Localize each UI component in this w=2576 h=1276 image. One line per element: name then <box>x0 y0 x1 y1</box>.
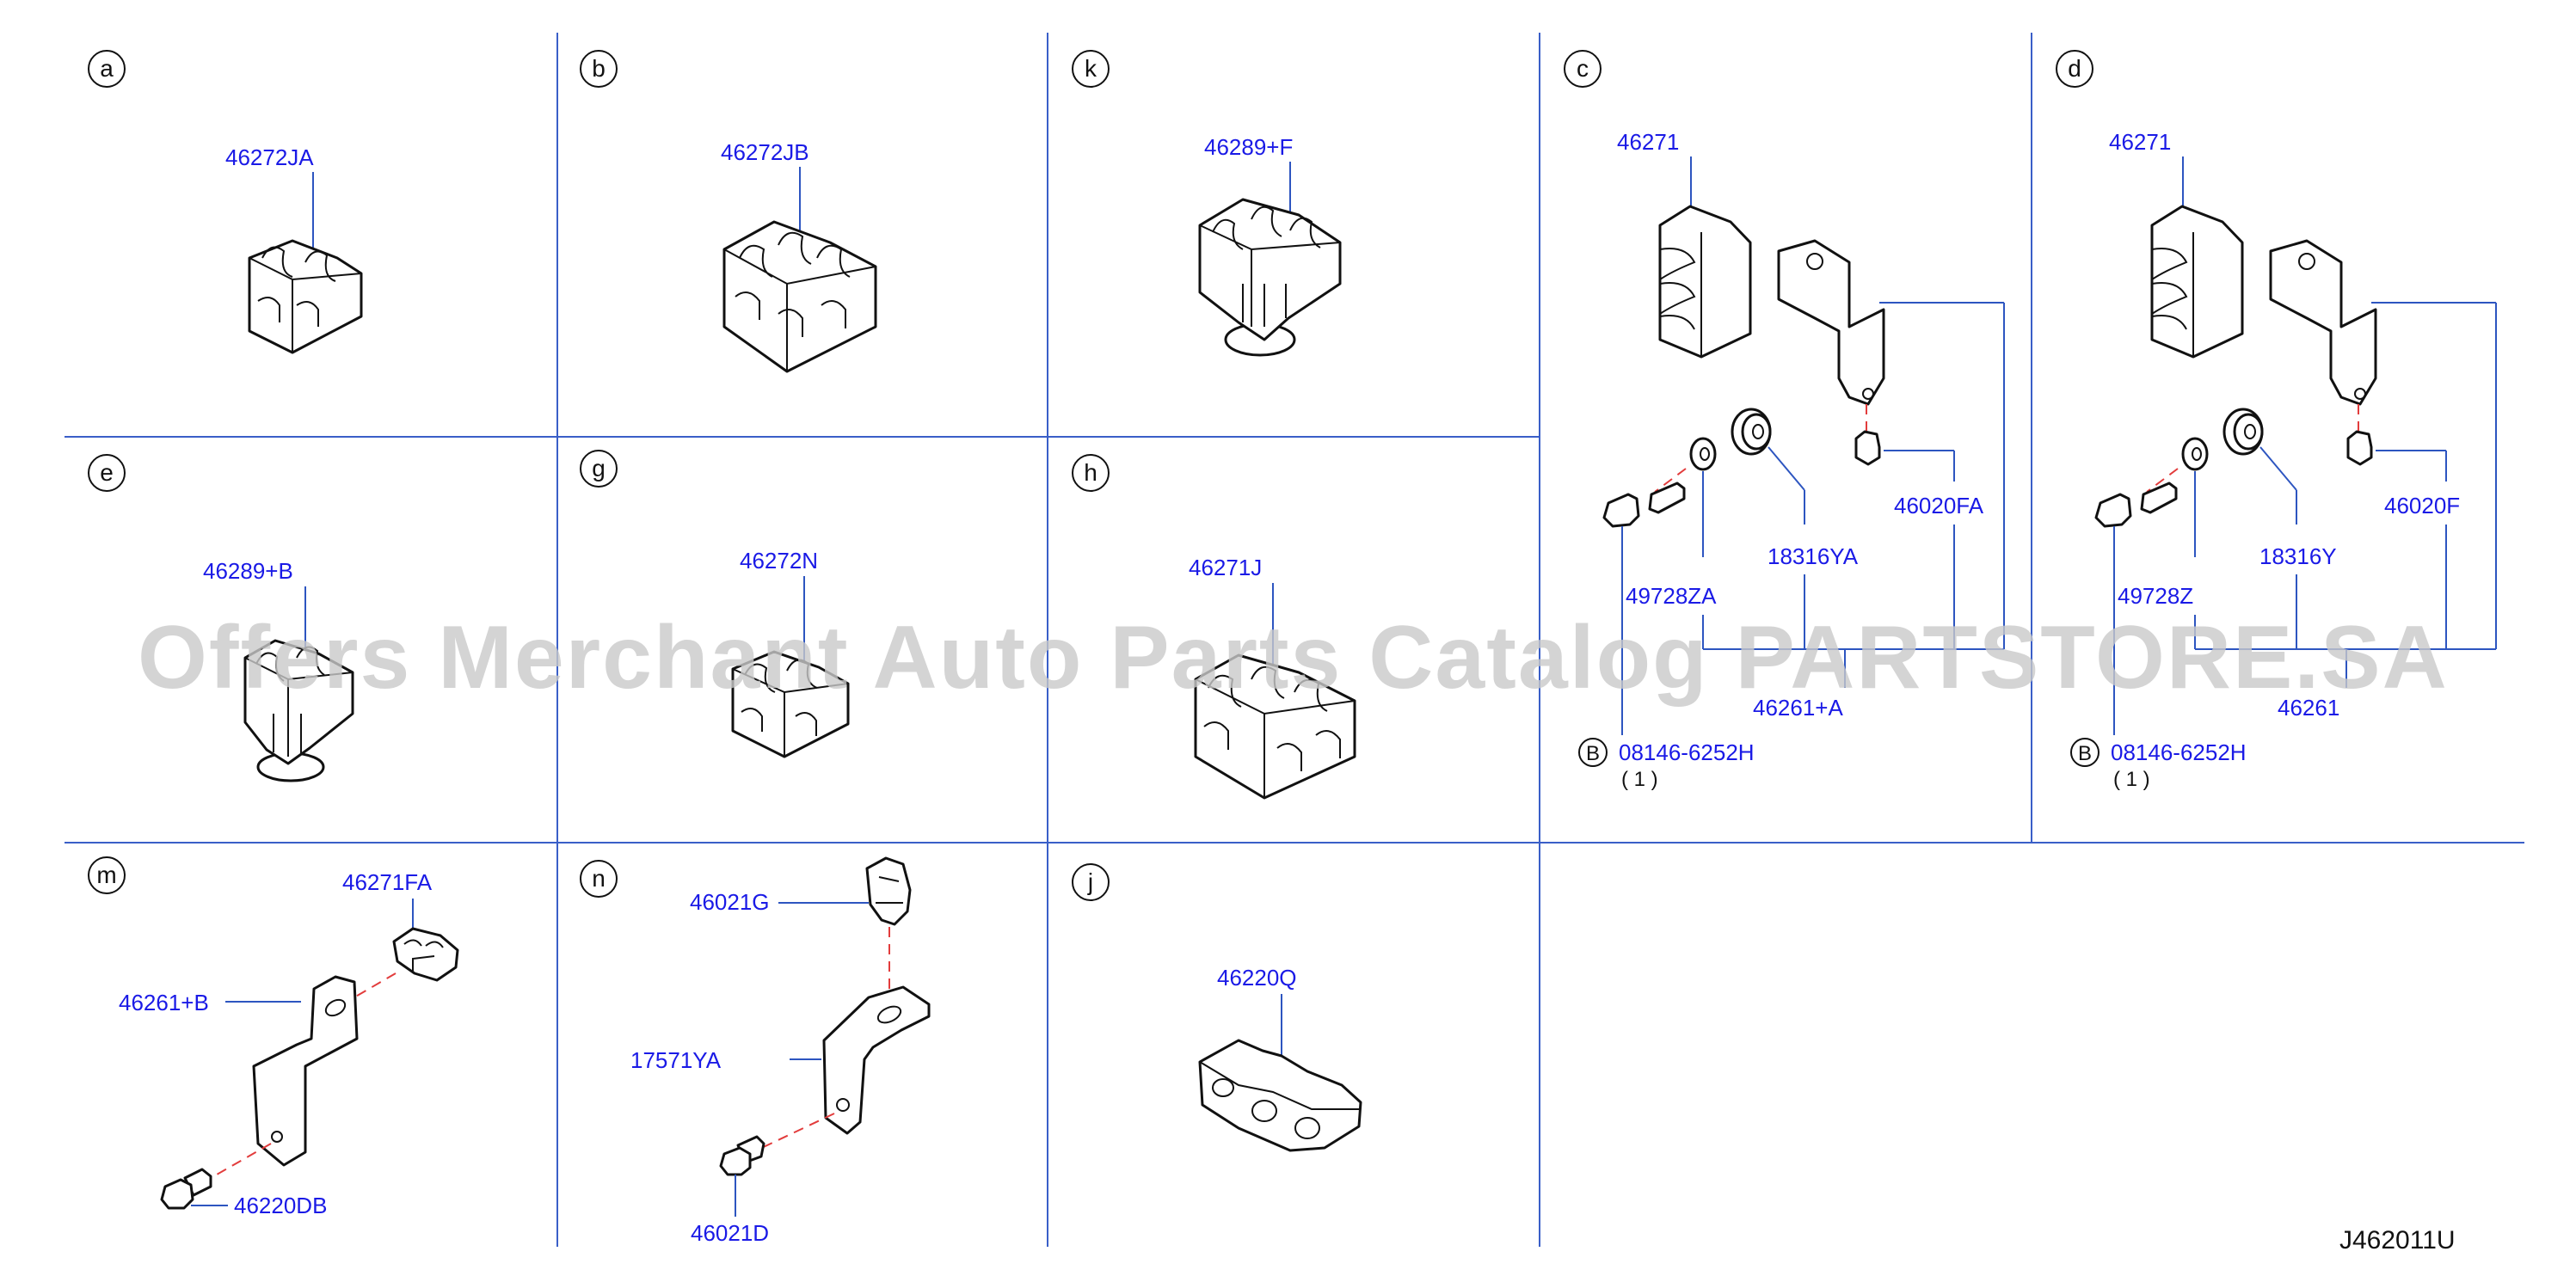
grid-lines <box>65 33 2524 1247</box>
bracket-part <box>1777 239 1885 406</box>
section-j: j 46220Q <box>1072 863 1362 1152</box>
grommet-part <box>1731 408 1772 456</box>
bracket-part <box>2269 239 2377 406</box>
part-number[interactable]: 46272JB <box>721 139 809 165</box>
part-number[interactable]: 18316Y <box>2259 543 2337 569</box>
part-number[interactable]: 46261+A <box>1753 695 1843 721</box>
bolt-part <box>1602 482 1686 528</box>
part-number[interactable]: 49728ZA <box>1626 583 1717 609</box>
clip-multi-part <box>2150 205 2244 359</box>
part-number[interactable]: 49728Z <box>2118 583 2193 609</box>
part-number[interactable]: 46261+B <box>119 990 209 1015</box>
quantity: ( 1 ) <box>1621 768 1658 791</box>
quantity: ( 1 ) <box>2113 768 2150 791</box>
section-d: d 46271 46020F 18316Y <box>2056 50 2497 791</box>
part-number[interactable]: 46272JA <box>225 144 314 170</box>
clip-multi-part <box>1658 205 1752 359</box>
section-letter-a: a <box>100 55 114 82</box>
part-number[interactable]: 46271 <box>1617 129 1679 155</box>
clip-part <box>1198 198 1342 357</box>
part-number[interactable]: 46271J <box>1189 555 1262 580</box>
section-e: e 46289+B <box>88 454 354 782</box>
section-g: g 46272N <box>580 450 850 758</box>
clip-part <box>1194 653 1356 800</box>
watermark: Offers Merchant Auto Parts Catalog PARTS… <box>138 608 2449 708</box>
bracket-part <box>252 975 359 1167</box>
bolt-marker: B <box>2078 742 2092 765</box>
part-number[interactable]: 46289+F <box>1204 134 1293 160</box>
washer-part <box>1689 437 1717 471</box>
part-number[interactable]: 08146-6252H <box>1619 739 1755 765</box>
diagram-code: J462011U <box>2339 1226 2456 1255</box>
section-letter-c: c <box>1577 55 1589 82</box>
clip-part <box>722 220 877 373</box>
nut-part <box>1854 430 1881 466</box>
clip-part <box>243 639 354 782</box>
section-letter-h: h <box>1084 459 1097 486</box>
section-b: b 46272JB <box>580 50 877 373</box>
section-a: a 46272JA <box>88 50 363 354</box>
section-letter-k: k <box>1085 55 1097 82</box>
bolt-marker: B <box>1586 742 1600 765</box>
part-number[interactable]: 46220DB <box>234 1193 327 1218</box>
section-letter-m: m <box>96 862 116 888</box>
part-number[interactable]: 46272N <box>740 548 818 574</box>
part-number[interactable]: 46289+B <box>203 558 293 584</box>
bolt-part <box>160 1168 212 1210</box>
bracket-part <box>822 985 931 1135</box>
section-n: n 46021G 17571YA 46021D <box>580 856 931 1246</box>
section-letter-g: g <box>592 455 606 482</box>
clip-part <box>865 856 912 926</box>
clip-part <box>731 650 850 758</box>
part-number[interactable]: 46021G <box>690 889 770 915</box>
nut-part <box>2346 430 2373 466</box>
part-number[interactable]: 46271 <box>2109 129 2171 155</box>
section-letter-j: j <box>1087 868 1093 895</box>
part-number[interactable]: 46271FA <box>342 869 433 895</box>
part-number[interactable]: 46020F <box>2384 493 2460 518</box>
section-letter-d: d <box>2068 55 2081 82</box>
section-letter-e: e <box>100 459 114 486</box>
part-number[interactable]: 46020FA <box>1894 493 1984 518</box>
section-k: k 46289+F <box>1072 50 1342 357</box>
clip-part <box>392 927 459 982</box>
part-number[interactable]: 08146-6252H <box>2111 739 2247 765</box>
grommet-part <box>2222 408 2264 456</box>
section-h: h 46271J <box>1072 454 1356 800</box>
part-number[interactable]: 18316YA <box>1768 543 1859 569</box>
part-number[interactable]: 46261 <box>2278 695 2339 721</box>
part-number[interactable]: 17571YA <box>630 1047 722 1073</box>
section-m: m 46271FA 46261+B 46220DB <box>88 856 459 1218</box>
part-number[interactable]: 46021D <box>691 1220 769 1246</box>
section-letter-b: b <box>592 55 606 82</box>
bolt-part <box>719 1135 765 1176</box>
section-c: c 46271 46020FA 18316YA <box>1564 50 2005 791</box>
clip-part <box>1198 1039 1362 1152</box>
bolt-part <box>2094 482 2178 528</box>
section-letter-n: n <box>592 865 606 892</box>
washer-part <box>2181 437 2209 471</box>
clip-part <box>248 239 363 354</box>
part-number[interactable]: 46220Q <box>1217 965 1297 991</box>
